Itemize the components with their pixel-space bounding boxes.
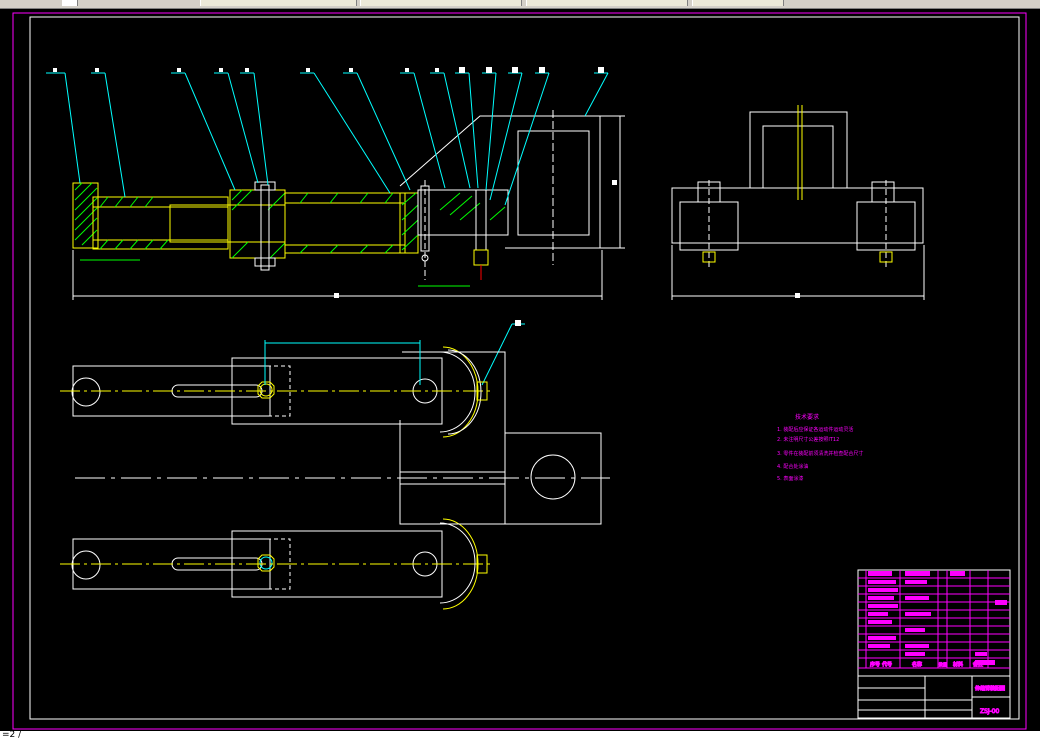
drawing-number: ZSJ-00 (980, 708, 999, 715)
sheet-inner-border (29, 16, 1020, 720)
tech-requirements: 技术要求 1. 装配后应保证各运动件运动灵活 2. 未注明尺寸公差按照IT12 … (777, 413, 863, 482)
side-view (671, 105, 925, 300)
bom-header-no: 序号 (870, 661, 880, 668)
tech-req-item-1: 1. 装配后应保证各运动件运动灵活 (777, 426, 853, 433)
balloon-marks (53, 67, 604, 326)
toolbar-icon[interactable] (62, 0, 78, 6)
toolbar-combo-layer[interactable] (200, 0, 357, 6)
cad-drawing: 技术要求 1. 装配后应保证各运动件运动灵活 2. 未注明尺寸公差按照IT12 … (12, 12, 1027, 730)
tech-req-title: 技术要求 (795, 413, 819, 421)
tech-req-item-2: 2. 未注明尺寸公差按照IT12 (777, 436, 839, 443)
bom-header-name: 名称 (912, 661, 922, 668)
status-bar: =2 / (0, 730, 1040, 741)
bom-header-remark: 备注 (973, 661, 983, 668)
front-view (72, 110, 625, 300)
tech-req-item-3: 3. 零件在装配前须清洗并检查配合尺寸 (777, 450, 863, 457)
toolbar-combo-lineweight[interactable] (692, 0, 784, 6)
tech-req-item-5: 5. 表面涂漆 (777, 475, 803, 482)
top-view (60, 340, 610, 610)
tech-req-item-4: 4. 配合处涂油 (777, 463, 808, 470)
drawing-title: 伸缩臂装配图 (975, 685, 1005, 692)
bom-header-qty: 数量 (939, 661, 947, 667)
drawing-canvas[interactable]: 技术要求 1. 装配后应保证各运动件运动灵活 2. 未注明尺寸公差按照IT12 … (0, 9, 1040, 731)
bom-header-code: 代号 (882, 661, 892, 668)
sheet-outer-border (12, 12, 1027, 730)
bom-header-material: 材料 (953, 661, 963, 668)
toolbar-combo-color[interactable] (360, 0, 522, 6)
title-block: 序号 代号 名称 数量 材料 备注 伸缩臂装配图 ZSJ-00 (857, 569, 1011, 719)
status-text: =2 / (2, 730, 22, 740)
app-toolbar-strip (0, 0, 1040, 9)
balloon-leaders (46, 72, 609, 386)
toolbar-combo-linetype[interactable] (526, 0, 688, 6)
